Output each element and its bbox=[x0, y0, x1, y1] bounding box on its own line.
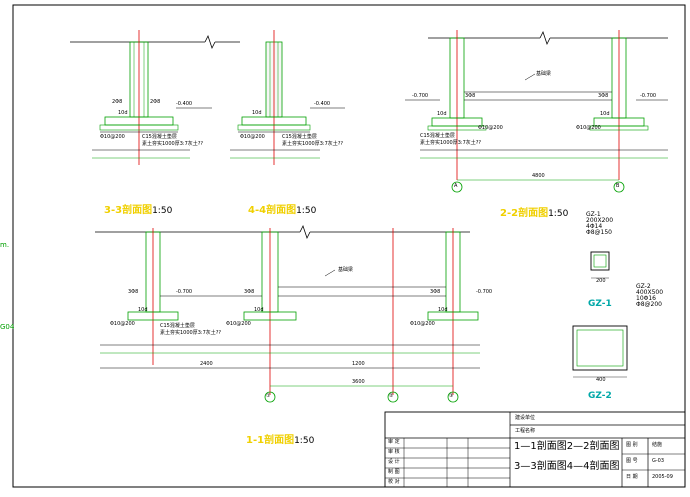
gz2-drawing bbox=[572, 325, 628, 378]
gz2-dim: 400 bbox=[596, 377, 606, 383]
s22-stirrup-left: Φ10@200 bbox=[478, 125, 503, 131]
s22-beam-label: 基础梁 bbox=[536, 71, 552, 77]
s11-stirrup-1: Φ10@200 bbox=[110, 321, 135, 327]
section-2-2-title: 2-2剖面图 bbox=[500, 208, 549, 219]
s44-stirrup: Φ10@200 bbox=[240, 134, 265, 140]
gz1-dim: 200 bbox=[596, 278, 606, 284]
gz2-name: GZ-2 bbox=[636, 283, 651, 290]
s22-axis-a: A bbox=[454, 183, 458, 189]
tb-row-3: 制 图 bbox=[388, 469, 400, 475]
tb-row-4: 校 对 bbox=[388, 479, 400, 485]
section-4-4-scale: 1:50 bbox=[296, 206, 317, 216]
s33-note1: C15混凝土垫层 bbox=[142, 134, 177, 140]
s11-axis-3: ③ bbox=[449, 393, 454, 399]
s22-10d-left: 10d bbox=[437, 111, 447, 117]
section-4-4-caption: 4-4剖面图1:50 bbox=[248, 200, 316, 216]
s44-note2: 素土夯实1000厚3:7灰土?? bbox=[282, 141, 344, 147]
gz2-main-bar: 10Φ16 bbox=[636, 295, 656, 302]
gz2-label: GZ-2 bbox=[588, 391, 612, 401]
s11-elev-right: -0.700 bbox=[476, 289, 493, 295]
s33-note2: 素土夯实1000厚3:7灰土?? bbox=[142, 141, 204, 147]
section-1-1-scale: 1:50 bbox=[294, 436, 315, 446]
s11-axis-1: ① bbox=[266, 393, 271, 399]
s11-dim-2400: 2400 bbox=[200, 361, 213, 367]
gz1-stirrup: Φ8@150 bbox=[586, 229, 612, 236]
section-3-3-title: 3-3剖面图 bbox=[104, 205, 153, 216]
section-3-3-drawing bbox=[70, 30, 240, 165]
section-4-4-drawing bbox=[230, 30, 345, 165]
s22-elev-left: -0.700 bbox=[412, 93, 429, 99]
tb-row-0: 审 定 bbox=[388, 439, 400, 445]
s33-10d: 10d bbox=[118, 110, 128, 116]
s11-rebar-1: 3Φ8 bbox=[128, 289, 139, 295]
section-3-3-scale: 1:50 bbox=[152, 206, 173, 216]
title-block-frame bbox=[384, 411, 686, 488]
section-4-4-title: 4-4剖面图 bbox=[248, 205, 297, 216]
s22-rebar-right: 3Φ8 bbox=[598, 93, 609, 99]
gz2-spec: GZ-2 400X500 10Φ16 Φ8@200 bbox=[636, 284, 663, 308]
s11-rebar-3: 3Φ8 bbox=[430, 289, 441, 295]
gz1-drawing bbox=[590, 251, 610, 279]
section-3-3-caption: 3-3剖面图1:50 bbox=[104, 200, 172, 216]
gz1-size: 200X200 bbox=[586, 217, 614, 224]
gz1-spec: GZ-1 200X200 4Φ14 Φ8@150 bbox=[586, 212, 613, 236]
s11-dim-3600: 3600 bbox=[352, 379, 365, 385]
tb-drawing-name-1: 1—1剖面图2—2剖面图 bbox=[514, 441, 620, 452]
s33-elev: -0.400 bbox=[176, 101, 193, 107]
edge-fragment-1: m. bbox=[0, 241, 10, 249]
tb-date-value: 2005-09 bbox=[652, 474, 673, 480]
section-2-2-drawing bbox=[405, 30, 668, 193]
tb-type-value: 结施 bbox=[652, 442, 663, 448]
s22-note2: 素土夯实1000厚3:7灰土?? bbox=[420, 140, 482, 146]
s33-stirrup: Φ10@200 bbox=[100, 134, 125, 140]
gz1-label: GZ-1 bbox=[588, 299, 612, 309]
tb-project: 建设单位 bbox=[515, 415, 536, 421]
tb-date-label: 日 期 bbox=[626, 474, 638, 480]
s22-axis-b: B bbox=[616, 183, 620, 189]
tb-drawing-name-2: 3—3剖面图4—4剖面图 bbox=[514, 461, 620, 472]
tb-row-2: 设 计 bbox=[388, 459, 400, 465]
tb-no-value: G-03 bbox=[652, 458, 665, 464]
s11-stirrup-2: Φ10@200 bbox=[226, 321, 251, 327]
edge-fragment-2: G04 bbox=[0, 323, 15, 331]
s11-10d-2: 10d bbox=[254, 307, 264, 313]
s11-10d-1: 10d bbox=[138, 307, 148, 313]
gz2-stirrup: Φ8@200 bbox=[636, 301, 662, 308]
s11-rebar-2: 3Φ8 bbox=[244, 289, 255, 295]
s33-rebar-right: 2Φ8 bbox=[150, 99, 161, 105]
gz1-name: GZ-1 bbox=[586, 211, 601, 218]
s22-note1: C15混凝土垫层 bbox=[420, 133, 455, 139]
s11-elev-left: -0.700 bbox=[176, 289, 193, 295]
s44-elev: -0.400 bbox=[314, 101, 331, 107]
tb-subproject: 工程名称 bbox=[515, 428, 536, 434]
s11-stirrup-3: Φ10@200 bbox=[410, 321, 435, 327]
s11-note1: C15混凝土垫层 bbox=[160, 323, 195, 329]
section-1-1-drawing bbox=[95, 224, 480, 403]
section-2-2-caption: 2-2剖面图1:50 bbox=[500, 203, 568, 219]
s11-axis-2: ② bbox=[389, 393, 394, 399]
section-2-2-scale: 1:50 bbox=[548, 209, 569, 219]
s44-note1: C15混凝土垫层 bbox=[282, 134, 317, 140]
s11-10d-3: 10d bbox=[438, 307, 448, 313]
section-1-1-title: 1-1剖面图 bbox=[246, 435, 295, 446]
s44-10d: 10d bbox=[252, 110, 262, 116]
tb-no-label: 图 号 bbox=[626, 458, 638, 464]
gz1-main-bar: 4Φ14 bbox=[586, 223, 603, 230]
s11-dim-1200: 1200 bbox=[352, 361, 365, 367]
s11-note2: 素土夯实1000厚3:7灰土?? bbox=[160, 330, 222, 336]
s11-beam-label: 基础梁 bbox=[338, 267, 354, 273]
section-1-1-caption: 1-1剖面图1:50 bbox=[246, 430, 314, 446]
s22-rebar-left: 3Φ8 bbox=[465, 93, 476, 99]
s22-stirrup-right: Φ10@200 bbox=[576, 125, 601, 131]
s22-elev-right: -0.700 bbox=[640, 93, 657, 99]
tb-row-1: 审 核 bbox=[388, 449, 400, 455]
tb-type-label: 图 别 bbox=[626, 442, 638, 448]
sheet-border bbox=[12, 4, 686, 488]
gz2-size: 400X500 bbox=[636, 289, 664, 296]
s33-rebar-left: 2Φ8 bbox=[112, 99, 123, 105]
s22-dim: 4800 bbox=[532, 173, 545, 179]
s22-10d-right: 10d bbox=[600, 111, 610, 117]
